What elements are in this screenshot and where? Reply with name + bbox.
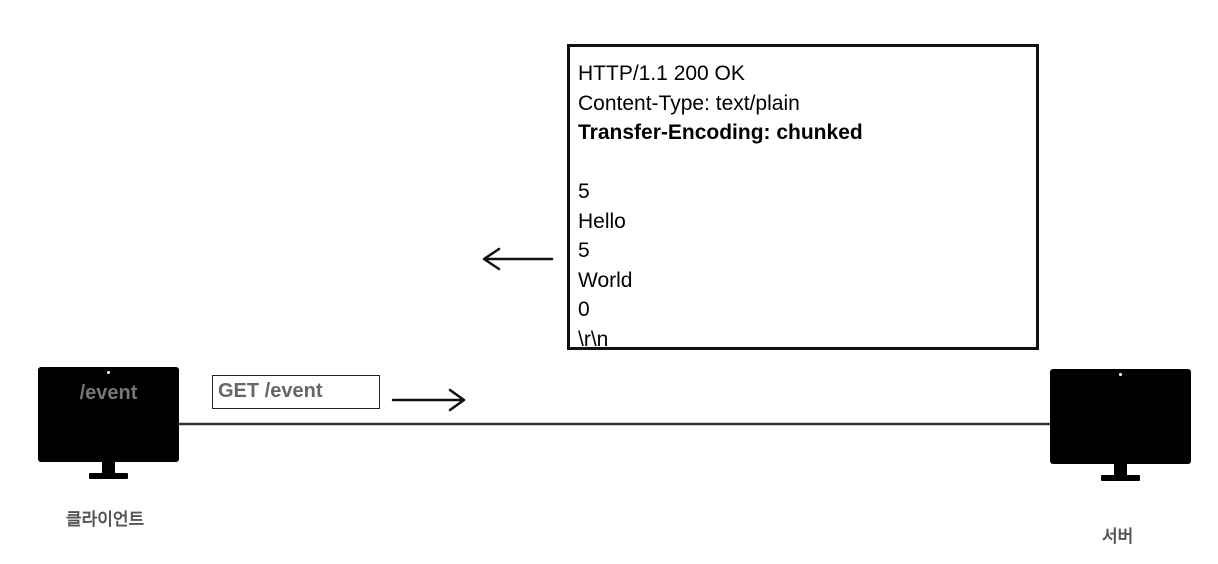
server-label: 서버: [1102, 527, 1134, 546]
response-line: \r\n: [578, 327, 609, 351]
response-line: 5: [578, 180, 590, 203]
server-monitor-base: [1101, 475, 1140, 481]
response-line: Content-Type: text/plain: [578, 91, 800, 115]
server-camera-dot: [1119, 373, 1122, 376]
server-monitor-screen: [1050, 369, 1191, 464]
request-arrow: [391, 388, 466, 412]
client-camera-dot: [107, 371, 110, 374]
response-line: [578, 148, 1036, 178]
client-monitor-icon: /event: [38, 367, 179, 481]
response-line: HTTP/1.1 200 OK: [578, 62, 745, 85]
client-monitor-screen: /event: [38, 367, 179, 462]
server-monitor-icon: [1050, 369, 1191, 483]
response-line: World: [578, 268, 633, 292]
client-screen-text: /event: [79, 382, 138, 404]
response-line: Transfer-Encoding: chunked: [578, 121, 863, 144]
response-line: Hello: [578, 209, 626, 233]
response-arrow: [482, 247, 554, 271]
server-monitor-neck: [1114, 464, 1127, 476]
response-line: 5: [578, 239, 590, 262]
client-monitor-base: [89, 473, 128, 479]
response-line: 0: [578, 298, 590, 321]
client-label: 클라이언트: [66, 510, 145, 529]
client-monitor-neck: [102, 462, 115, 474]
http-request-label: GET /event: [212, 375, 380, 409]
